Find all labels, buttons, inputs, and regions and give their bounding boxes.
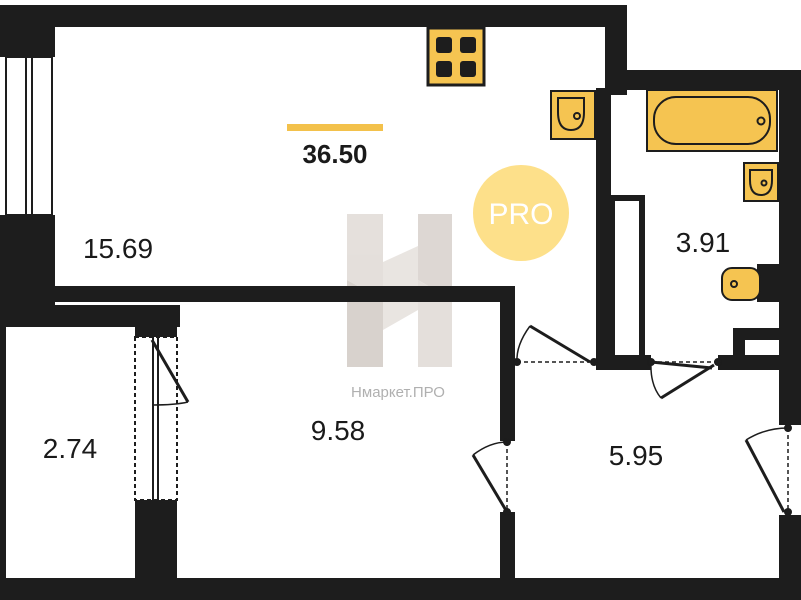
total-area-underline [287, 124, 383, 131]
door-balcony [150, 339, 190, 406]
room-area-living: 15.69 [83, 233, 153, 264]
toilet-icon [721, 264, 779, 302]
walls [0, 5, 801, 600]
room-area-bedroom: 9.58 [311, 415, 366, 446]
window-balcony [134, 336, 178, 501]
room-area-balcony: 2.74 [43, 433, 98, 464]
door-bedroom [471, 438, 511, 516]
stove-icon [426, 26, 486, 87]
door-entrance [744, 424, 792, 516]
bathroom-sink-icon [743, 162, 779, 202]
room-area-bathroom: 3.91 [676, 227, 731, 258]
watermark-text: Нмаркет.ПРО [351, 384, 445, 401]
window-living [5, 56, 53, 216]
pro-badge-text: PRO [488, 198, 553, 231]
door-bathroom [647, 358, 722, 400]
partition [609, 195, 645, 361]
bathtub-icon [646, 89, 778, 152]
total-area: 36.50 [302, 139, 367, 169]
room-area-hallway: 5.95 [609, 440, 664, 471]
kitchen-sink-icon [550, 90, 596, 140]
door-hallway [513, 324, 598, 366]
pro-badge [473, 165, 569, 261]
